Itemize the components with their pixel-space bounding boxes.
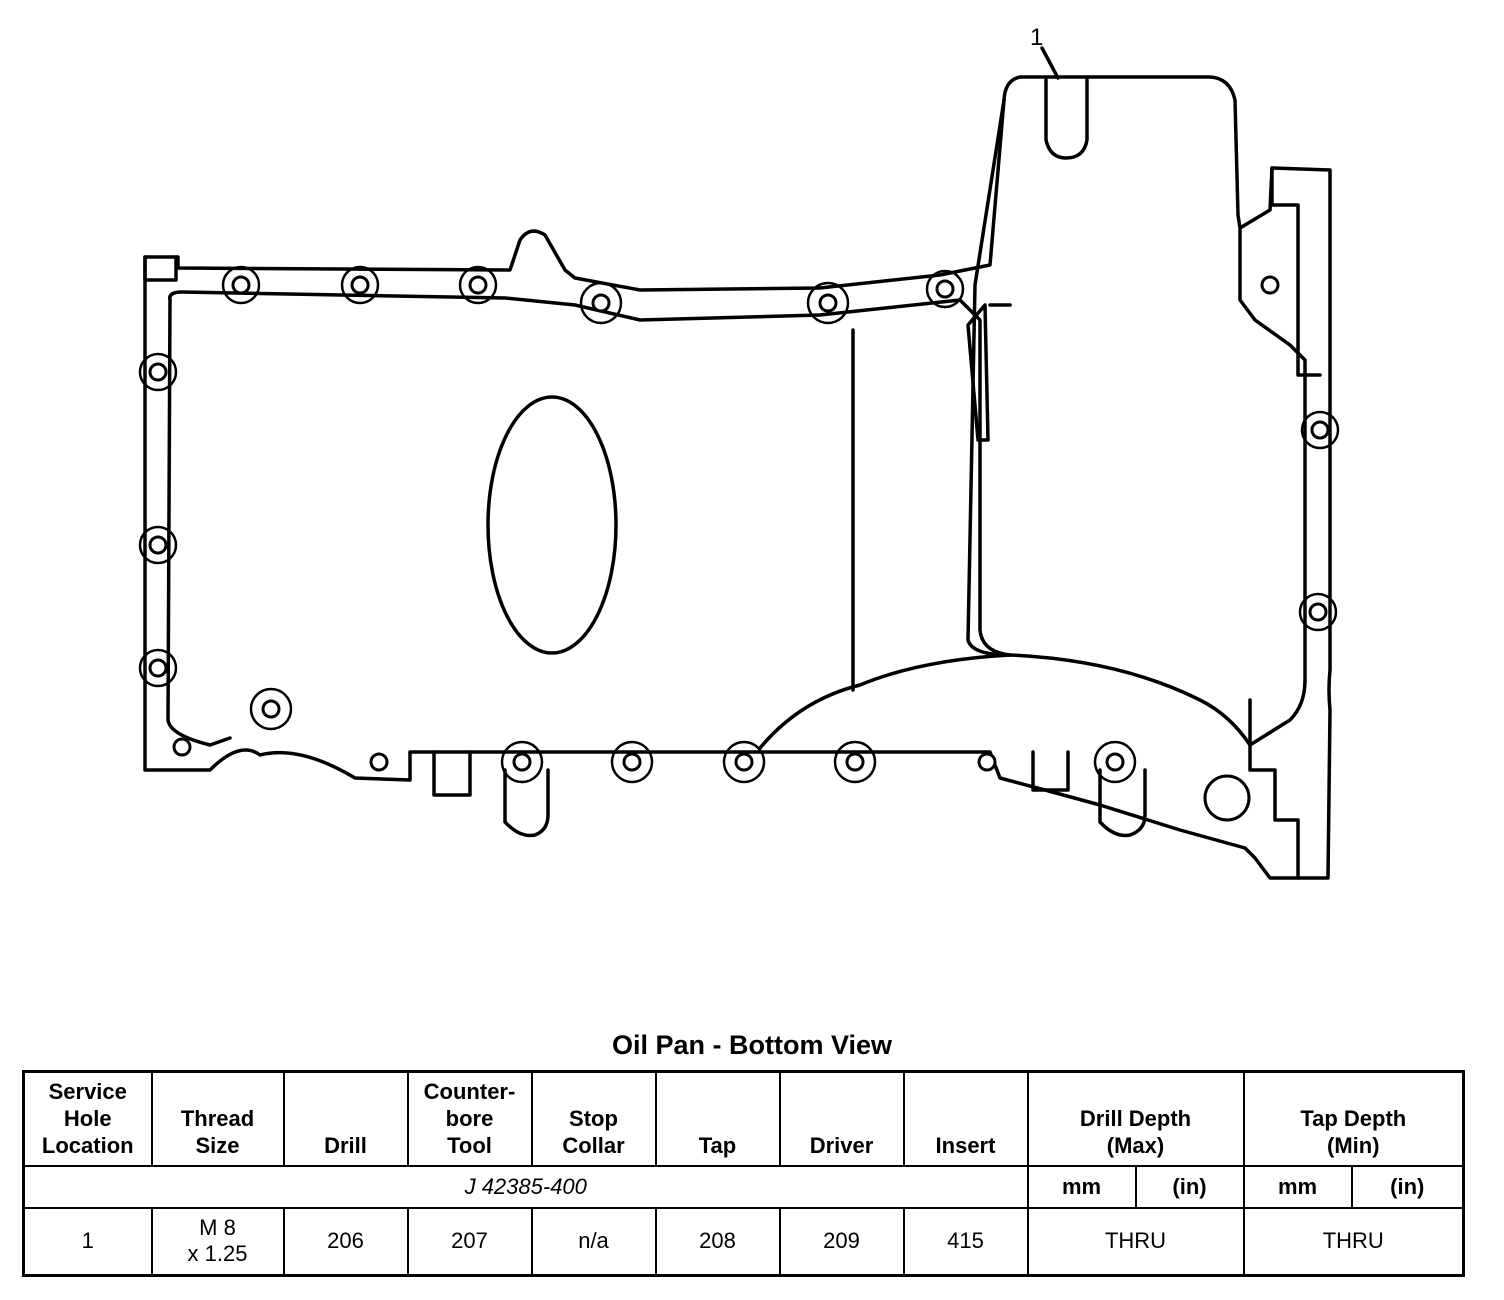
oil-pan-diagram: 1 xyxy=(138,24,1340,880)
bolt-hole xyxy=(1260,275,1280,295)
cell-counterbore: 207 xyxy=(406,1206,533,1277)
bolt-boss xyxy=(1093,740,1137,784)
drill-depth-in-unit: (in) xyxy=(1134,1164,1245,1209)
large-hole xyxy=(1203,774,1251,822)
bolt-boss xyxy=(138,352,178,392)
bolt-hole xyxy=(148,658,168,678)
bolt-hole xyxy=(231,275,251,295)
kit-number: J 42385-400 xyxy=(22,1164,1029,1209)
bolt-boss xyxy=(138,525,178,565)
cell-thread: M 8 x 1.25 xyxy=(150,1206,285,1277)
callout-label: 1 xyxy=(1030,24,1043,51)
bolt-boss xyxy=(806,281,850,325)
header-stop-collar: Stop Collar xyxy=(530,1070,657,1167)
drain-oval xyxy=(486,395,618,655)
dipstick-guide xyxy=(966,303,990,442)
bolt-boss xyxy=(1298,592,1338,632)
bolt-hole xyxy=(1105,752,1125,772)
top-slot xyxy=(1044,78,1089,160)
cell-insert: 415 xyxy=(902,1206,1029,1277)
bolt-boss xyxy=(1300,410,1340,450)
header-counterbore: Counter- bore Tool xyxy=(406,1070,533,1167)
bolt-hole xyxy=(845,752,865,772)
bottom-tab-right xyxy=(1098,768,1147,838)
bolt-hole xyxy=(1310,420,1330,440)
bolt-hole xyxy=(468,275,488,295)
header-driver: Driver xyxy=(778,1070,905,1167)
bolt-boss xyxy=(221,265,261,305)
cell-tap: 208 xyxy=(654,1206,781,1277)
header-row: Service Hole Location Thread Size Drill … xyxy=(22,1070,1465,1167)
cell-stop-collar: n/a xyxy=(530,1206,657,1277)
table-row: 1 M 8 x 1.25 206 207 n/a 208 209 415 THR… xyxy=(22,1206,1465,1277)
bolt-hole xyxy=(1308,602,1328,622)
bolt-hole xyxy=(369,752,389,772)
bolt-hole xyxy=(350,275,370,295)
bolt-hole xyxy=(148,535,168,555)
sump-curve xyxy=(758,653,1012,750)
left-top-tab xyxy=(143,255,178,282)
header-insert: Insert xyxy=(902,1070,1029,1167)
kit-row: J 42385-400 mm (in) mm (in) xyxy=(22,1164,1465,1209)
bolt-hole xyxy=(977,752,997,772)
header-drill-depth: Drill Depth (Max) xyxy=(1026,1070,1245,1167)
bolt-boss xyxy=(833,740,877,784)
bolt-hole xyxy=(734,752,754,772)
bolt-boss xyxy=(340,265,380,305)
bolt-hole xyxy=(172,737,192,757)
cell-drill: 206 xyxy=(282,1206,409,1277)
right-bracket-top xyxy=(1270,166,1322,377)
bolt-hole xyxy=(512,752,532,772)
tap-depth-mm-unit: mm xyxy=(1242,1164,1353,1209)
cell-driver: 209 xyxy=(778,1206,905,1277)
header-thread-size: Thread Size xyxy=(150,1070,285,1167)
cell-drill-depth: THRU xyxy=(1026,1206,1245,1277)
bolt-boss xyxy=(610,740,654,784)
bolt-boss xyxy=(925,269,965,309)
cell-location: 1 xyxy=(22,1206,153,1277)
tap-depth-in-unit: (in) xyxy=(1350,1164,1465,1209)
header-tap: Tap xyxy=(654,1070,781,1167)
bolt-boss xyxy=(722,740,766,784)
bolt-hole xyxy=(148,362,168,382)
bottom-tab-left xyxy=(432,750,472,797)
bolt-hole xyxy=(622,752,642,772)
oil-pan-left-inner xyxy=(166,298,232,747)
header-tap-depth: Tap Depth (Min) xyxy=(1242,1070,1465,1167)
header-drill: Drill xyxy=(282,1070,409,1167)
callout-leader xyxy=(1040,46,1060,80)
bolt-boss xyxy=(249,687,293,731)
bolt-hole xyxy=(935,279,955,299)
service-spec-table: Service Hole Location Thread Size Drill … xyxy=(22,1070,1466,1277)
bolt-boss xyxy=(138,648,178,688)
bolt-hole xyxy=(818,293,838,313)
diagram-caption: Oil Pan - Bottom View xyxy=(611,1030,893,1060)
oil-pan-outline xyxy=(143,75,1332,880)
bolt-boss xyxy=(500,740,544,784)
cell-tap-depth: THRU xyxy=(1242,1206,1465,1277)
bolt-hole xyxy=(261,699,281,719)
oil-pan-inner-edge xyxy=(168,228,1307,747)
bottom-tab-mid xyxy=(503,768,550,838)
drill-depth-mm-unit: mm xyxy=(1026,1164,1137,1209)
bolt-boss xyxy=(579,281,623,325)
header-service-hole: Service Hole Location xyxy=(22,1070,153,1167)
bottom-tab-right2 xyxy=(1031,750,1070,792)
right-bracket-bottom xyxy=(1248,698,1300,880)
bolt-boss xyxy=(458,265,498,305)
bolt-hole xyxy=(591,293,611,313)
